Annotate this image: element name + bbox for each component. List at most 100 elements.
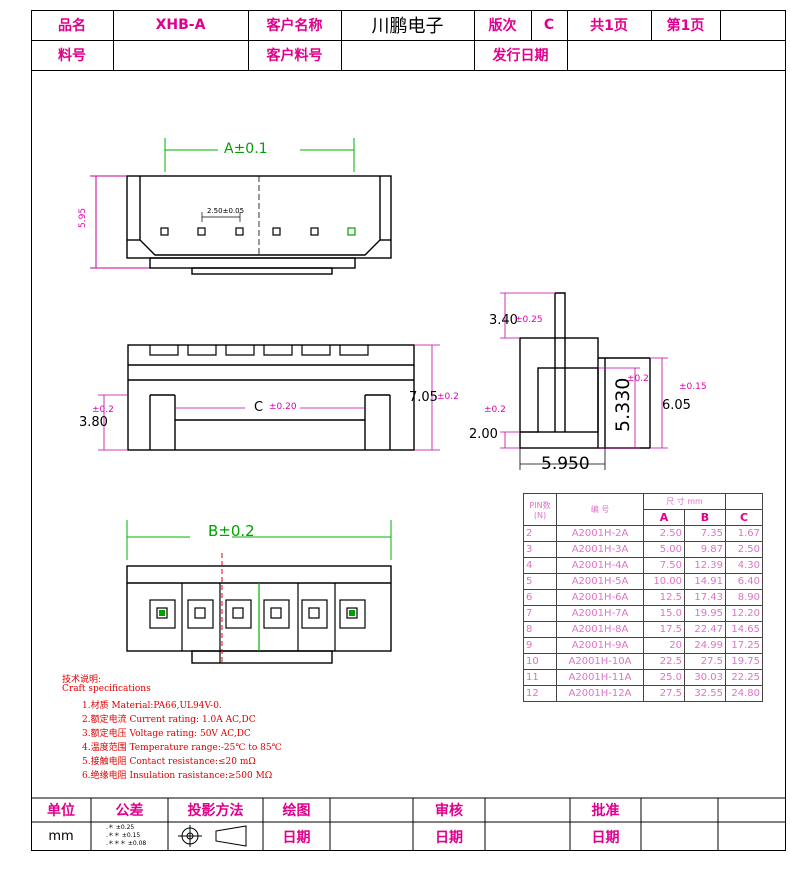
release-date-label: 发行日期 bbox=[492, 48, 549, 64]
base-height-tolerance: ±0.2 bbox=[92, 405, 114, 415]
table-cell: 10 bbox=[523, 653, 557, 670]
table-cell: 4 bbox=[523, 557, 557, 574]
table-cell: A2001H-10A bbox=[556, 653, 644, 670]
part-no-label: 料号 bbox=[58, 48, 86, 64]
pin-length-tolerance: ±0.25 bbox=[515, 315, 543, 325]
date-label: 日期 bbox=[282, 829, 311, 846]
outer-height-tolerance: ±0.15 bbox=[679, 382, 707, 392]
table-cell: A2001H-12A bbox=[556, 685, 644, 702]
table-cell: 9.87 bbox=[684, 541, 726, 558]
table-cell: 12 bbox=[523, 685, 557, 702]
spec-title-en: Craft specifications bbox=[62, 684, 151, 694]
table-cell: A2001H-2A bbox=[556, 525, 644, 542]
spec-item: 2.额定电流 Current rating: 1.0A AC,DC bbox=[82, 715, 256, 725]
table-cell: 7.35 bbox=[684, 525, 726, 542]
total-height-tolerance: ±0.2 bbox=[437, 392, 459, 402]
depth-label: 5.950 bbox=[541, 454, 590, 474]
company-name: 川鹏电子 bbox=[371, 16, 444, 37]
table-cell: 3 bbox=[523, 541, 557, 558]
table-cell: 2.50 bbox=[643, 525, 685, 542]
table-cell: 19.75 bbox=[725, 653, 763, 670]
table-cell: 6.40 bbox=[725, 573, 763, 590]
page-number: 第1页 bbox=[666, 18, 705, 34]
drawing-frame bbox=[31, 10, 786, 851]
product-name-label: 品名 bbox=[58, 18, 86, 34]
table-cell: A2001H-5A bbox=[556, 573, 644, 590]
table-cell: 22.5 bbox=[643, 653, 685, 670]
table-cell: 27.5 bbox=[643, 685, 685, 702]
drawn-label: 绘图 bbox=[282, 803, 311, 819]
unit-label: 单位 bbox=[47, 803, 75, 819]
customer-part-label: 客户料号 bbox=[266, 48, 323, 64]
version-label: 版次 bbox=[488, 18, 517, 34]
dim-a-label: A±0.1 bbox=[224, 141, 268, 157]
total-height-label: 7.05 bbox=[409, 390, 438, 405]
size-header: 尺 寸 mm bbox=[643, 493, 726, 510]
part-header: 编 号 bbox=[556, 493, 644, 526]
table-cell: 22.25 bbox=[725, 669, 763, 686]
table-cell: 27.5 bbox=[684, 653, 726, 670]
table-cell: A2001H-3A bbox=[556, 541, 644, 558]
col-b-header: B bbox=[684, 509, 726, 526]
table-cell: 12.20 bbox=[725, 605, 763, 622]
table-cell: 12.5 bbox=[643, 589, 685, 606]
table-cell: 8.90 bbox=[725, 589, 763, 606]
unit-value: mm bbox=[48, 829, 74, 844]
version-value: C bbox=[543, 17, 555, 33]
customer-name-label: 客户名称 bbox=[266, 18, 323, 34]
spec-title-cn: 技术说明: bbox=[62, 675, 102, 685]
pins-header: PIN数(N) bbox=[523, 493, 557, 526]
tolerance-1: .＊ ±0.25 bbox=[106, 824, 135, 831]
review-label: 审核 bbox=[435, 803, 463, 819]
table-cell: 5.00 bbox=[643, 541, 685, 558]
table-cell: A2001H-8A bbox=[556, 621, 644, 638]
date-label: 日期 bbox=[591, 829, 620, 846]
spec-item: 4.温度范围 Temperature range:-25℃ to 85℃ bbox=[82, 743, 282, 753]
table-cell: 10.00 bbox=[643, 573, 685, 590]
table-cell: 7 bbox=[523, 605, 557, 622]
table-cell: 20 bbox=[643, 637, 685, 654]
table-cell: 25.0 bbox=[643, 669, 685, 686]
table-cell: A2001H-6A bbox=[556, 589, 644, 606]
table-cell: 7.50 bbox=[643, 557, 685, 574]
spec-item: 3.额定电压 Voltage rating: 50V AC,DC bbox=[82, 729, 251, 739]
date-label: 日期 bbox=[435, 829, 463, 846]
product-name-value: XHB-A bbox=[155, 17, 206, 33]
inner-height-label: 5.330 bbox=[612, 377, 634, 432]
spec-item: 1.材质 Material:PA66,UL94V-0. bbox=[82, 701, 222, 711]
approve-label: 批准 bbox=[591, 803, 620, 819]
table-cell: 12.39 bbox=[684, 557, 726, 574]
table-cell: 17.43 bbox=[684, 589, 726, 606]
foot-height-label: 2.00 bbox=[469, 427, 498, 442]
dim-c-label: C bbox=[254, 400, 264, 415]
tolerance-values: .＊ ±0.25 .＊＊ ±0.15 .＊＊＊ ±0.08 bbox=[106, 824, 146, 848]
height-label: 5.95 bbox=[78, 207, 88, 228]
table-cell: 14.91 bbox=[684, 573, 726, 590]
projection-label: 投影方法 bbox=[187, 803, 244, 819]
col-a-header: A bbox=[643, 509, 685, 526]
tolerance-label: 公差 bbox=[115, 803, 144, 819]
table-cell: 19.95 bbox=[684, 605, 726, 622]
table-cell: 2 bbox=[523, 525, 557, 542]
table-cell: 8 bbox=[523, 621, 557, 638]
table-cell: 5 bbox=[523, 573, 557, 590]
table-cell: 24.99 bbox=[684, 637, 726, 654]
base-height-label: 3.80 bbox=[79, 415, 108, 430]
pin-length-label: 3.40 bbox=[489, 313, 518, 328]
spec-item: 6.绝缘电阻 Insulation rasistance:≥500 MΩ bbox=[82, 771, 273, 781]
table-cell: A2001H-11A bbox=[556, 669, 644, 686]
table-cell: 14.65 bbox=[725, 621, 763, 638]
outer-height-label: 6.05 bbox=[662, 398, 691, 413]
pitch-label: 2.50±0.05 bbox=[207, 207, 245, 215]
